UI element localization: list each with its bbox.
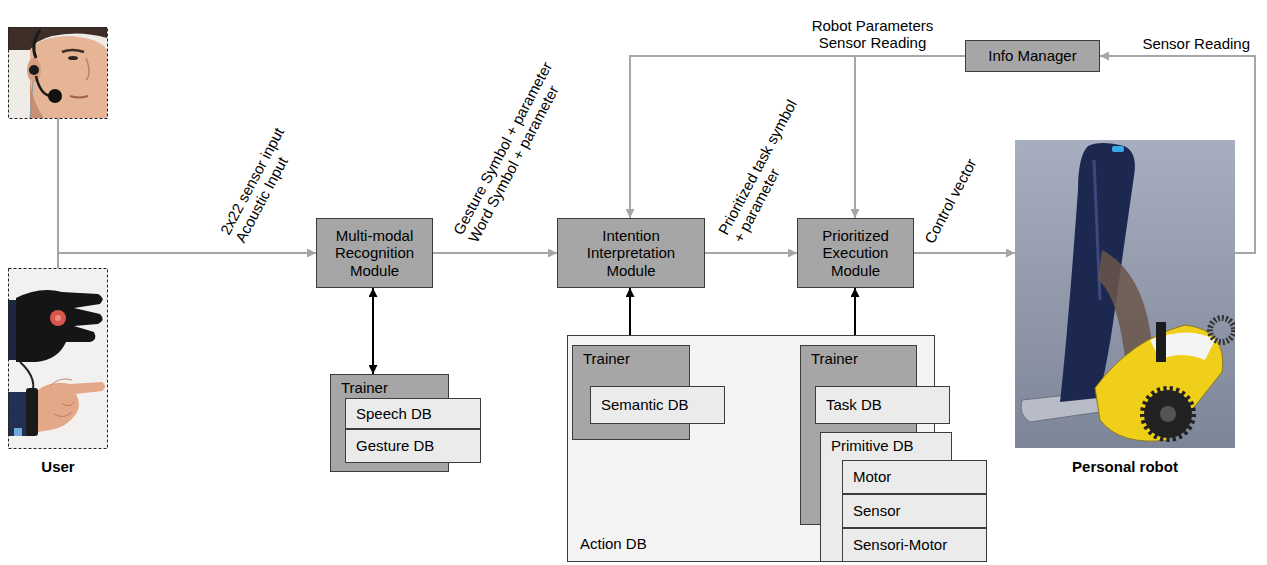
photo-frame bbox=[9, 269, 108, 449]
node-label: Motor bbox=[853, 468, 891, 485]
node-label: Personal robot bbox=[1072, 458, 1178, 475]
edge-label: Sensor Reading bbox=[1112, 35, 1250, 52]
node-label: Speech DB bbox=[356, 405, 432, 422]
module-box: Multi-modal Recognition Module bbox=[316, 218, 433, 288]
node-label: Trainer bbox=[341, 379, 438, 396]
node-label: Sensori-Motor bbox=[853, 536, 947, 553]
robot-figure: Personal robot bbox=[1015, 140, 1235, 479]
module-box: Prioritized Execution Module bbox=[797, 218, 914, 288]
connector bbox=[433, 252, 557, 254]
node-label: Gesture DB bbox=[356, 437, 434, 454]
input-wire bbox=[58, 118, 108, 268]
user-hands-photo bbox=[8, 268, 107, 448]
connector bbox=[705, 252, 797, 254]
trainer-box: TrainerSpeech DB Gesture DB bbox=[330, 374, 449, 472]
edge-label: Control vector bbox=[921, 132, 993, 246]
database-box: Sensori-Motor bbox=[842, 528, 987, 562]
connector bbox=[108, 252, 316, 254]
database-box: Primitive DB MotorSensorSensori-Motor bbox=[820, 432, 952, 562]
database-box: Speech DB bbox=[345, 398, 481, 429]
database-box: Semantic DB bbox=[590, 386, 725, 424]
connector bbox=[1100, 56, 1255, 253]
node-label: Trainer bbox=[811, 350, 906, 367]
connector bbox=[914, 252, 1015, 254]
manager-box: Info Manager bbox=[965, 40, 1100, 72]
node-label: Task DB bbox=[826, 396, 882, 413]
database-box: Motor bbox=[842, 460, 987, 494]
node-label: Prioritized Execution Module bbox=[804, 227, 907, 279]
node-label: Primitive DB bbox=[831, 437, 941, 454]
trainer-box: TrainerSemantic DB bbox=[572, 345, 690, 440]
module-box: Intention Interpretation Module bbox=[557, 218, 705, 288]
photo-frame bbox=[9, 28, 108, 119]
actor-figure: User bbox=[8, 27, 108, 479]
connector bbox=[372, 288, 374, 374]
robot-photo bbox=[1015, 140, 1235, 448]
node-label: Trainer bbox=[583, 350, 679, 367]
database-box: Gesture DB bbox=[345, 429, 481, 463]
node-label: Semantic DB bbox=[601, 396, 689, 413]
node-label: Info Manager bbox=[988, 47, 1076, 64]
database-box: Sensor bbox=[842, 494, 987, 528]
edge-label: Robot Parameters Sensor Reading bbox=[800, 17, 945, 52]
edge-label: Gesture Symbol + parameter Word Symbol +… bbox=[450, 48, 577, 245]
edge-label: 2x22 sensor input Acoustic Input bbox=[217, 106, 313, 246]
database-box: Task DB bbox=[815, 386, 950, 424]
trainer-box: TrainerTask DBPrimitive DBMotorSensorSen… bbox=[800, 345, 917, 525]
node-label: Sensor bbox=[853, 502, 901, 519]
edge-label: Prioritized task symbol + parameter bbox=[715, 92, 819, 246]
user-head-photo bbox=[8, 27, 107, 118]
group-box: Action DBTrainerSemantic DBTrainerTask D… bbox=[567, 335, 935, 562]
node-label: Intention Interpretation Module bbox=[564, 227, 698, 279]
node-label: Multi-modal Recognition Module bbox=[323, 227, 426, 279]
node-label: User bbox=[41, 458, 74, 475]
